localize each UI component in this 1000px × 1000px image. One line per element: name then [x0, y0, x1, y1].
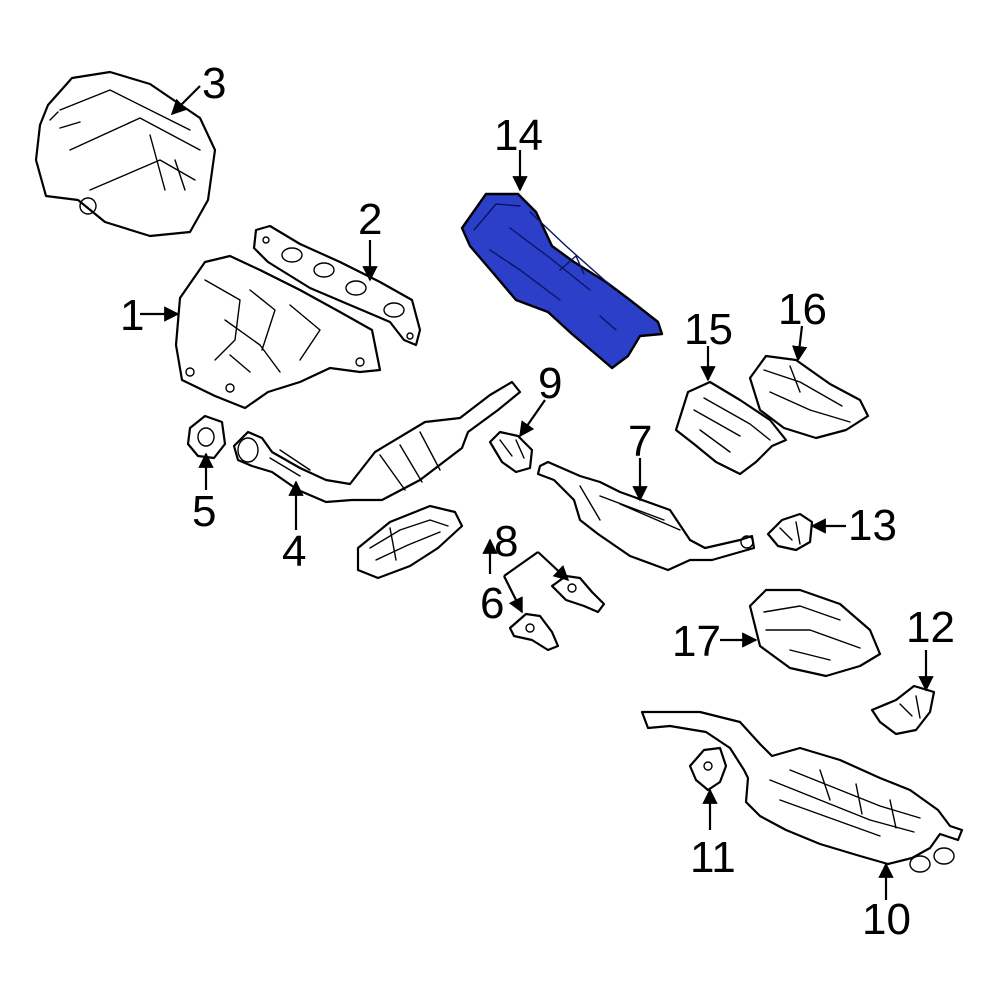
part-4-catalytic-converter[interactable]: [232, 380, 522, 504]
part-15-heat-shield[interactable]: [674, 380, 788, 476]
leader-8-right: [537, 551, 570, 582]
leader-6: [503, 575, 523, 614]
callout-1: 1: [120, 291, 144, 340]
part-cat-heat-shield[interactable]: [356, 504, 464, 580]
callout-8: 8: [494, 517, 518, 566]
callout-7: 7: [628, 417, 652, 466]
part-3-engine-cover[interactable]: [34, 70, 217, 238]
callout-5: 5: [192, 487, 216, 536]
callout-labels: 3 2 1 5 4 14 9 7 15 16 13 8 6 17 12 11 1…: [120, 59, 955, 944]
callout-6: 6: [480, 579, 504, 628]
part-5-flange-gasket[interactable]: [186, 414, 227, 460]
callout-10: 10: [862, 895, 911, 944]
callout-2: 2: [358, 195, 382, 244]
callout-9: 9: [538, 359, 562, 408]
part-1-exhaust-manifold[interactable]: [174, 254, 382, 410]
part-10-rear-muffler[interactable]: [640, 710, 964, 873]
leader-8-split: [503, 551, 539, 577]
part-16-heat-shield[interactable]: [748, 354, 870, 440]
part-8-hanger[interactable]: [550, 574, 606, 614]
callout-12: 12: [906, 603, 955, 652]
callout-11: 11: [690, 833, 736, 882]
leader-9: [519, 399, 546, 438]
callout-14: 14: [494, 111, 543, 160]
part-14-heat-shield-highlighted[interactable]: [460, 192, 664, 370]
callout-13: 13: [848, 501, 897, 550]
part-7-center-muffler[interactable]: [536, 460, 756, 572]
leader-3: [170, 85, 201, 116]
part-13-clamp[interactable]: [766, 512, 814, 552]
part-17-heat-shield[interactable]: [748, 588, 882, 678]
leader-lines: [140, 85, 934, 900]
part-2-manifold-gasket[interactable]: [252, 224, 422, 347]
callout-16: 16: [778, 285, 827, 334]
part-11-bracket[interactable]: [688, 746, 728, 792]
part-9-clamp[interactable]: [488, 430, 534, 474]
callout-15: 15: [684, 305, 733, 354]
callout-17: 17: [672, 617, 721, 666]
callout-4: 4: [282, 527, 306, 576]
leader-16: [791, 325, 808, 362]
part-12-bracket[interactable]: [870, 684, 936, 736]
part-6-hanger[interactable]: [508, 612, 560, 652]
callout-3: 3: [202, 59, 226, 108]
